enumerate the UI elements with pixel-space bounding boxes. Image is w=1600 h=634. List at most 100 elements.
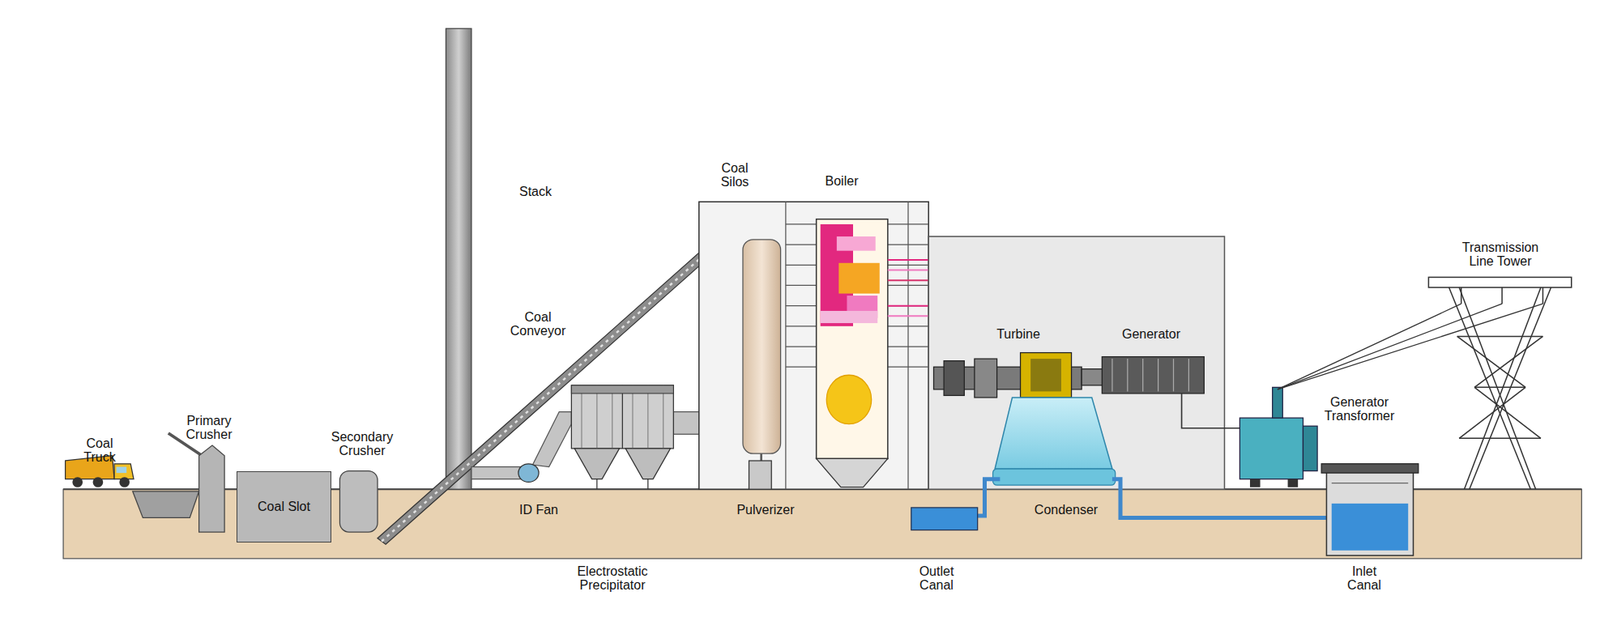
boiler-house-frame-part — [785, 201, 786, 490]
transmission-tower-part — [1474, 336, 1543, 388]
generator-part — [1081, 369, 1102, 386]
electrostatic-precipitator-part — [596, 479, 598, 491]
electrostatic-precipitator-part — [571, 385, 674, 394]
inlet-canal-part — [1321, 464, 1419, 474]
generator — [1081, 357, 1204, 394]
transmission-tower-part — [1457, 336, 1526, 388]
boiler — [816, 219, 888, 488]
inlet-canal-part — [1331, 482, 1408, 484]
generator-transformer-part — [1272, 387, 1284, 419]
transmission-tower-part — [1474, 387, 1541, 439]
inlet-canal-part — [1326, 469, 1413, 556]
boiler-house-frame — [699, 201, 929, 490]
electrostatic-precipitator-part — [574, 448, 619, 480]
hopper — [132, 433, 203, 518]
flue-duct-part — [532, 412, 572, 468]
generator-part — [1188, 358, 1190, 392]
electrostatic-precipitator — [571, 385, 674, 490]
part-label: Boiler — [810, 174, 873, 189]
transmission-lines-part — [1277, 303, 1502, 390]
generator-transformer-part — [1302, 426, 1318, 471]
condenser-part — [993, 469, 1116, 486]
transmission-lines — [1277, 303, 1543, 390]
electrostatic-precipitator-part — [631, 385, 633, 449]
generator-transformer-part — [1181, 393, 1241, 429]
transmission-tower-part — [1474, 387, 1526, 389]
stack — [445, 28, 471, 490]
flue-duct-part — [471, 467, 523, 480]
outlet-canal-part — [911, 507, 978, 531]
turbine-hall — [928, 236, 1225, 490]
transmission-lines-part — [1277, 303, 1543, 390]
coal-conveyor-part — [381, 215, 749, 542]
coal-truck-part — [116, 467, 128, 474]
turbine-part — [1030, 358, 1062, 392]
transmission-lines-part — [1277, 303, 1462, 390]
condenser — [993, 397, 1116, 486]
cooling-water-pipes-part — [977, 479, 1001, 517]
transmission-tower-part — [1449, 287, 1532, 490]
part-label: Condenser — [1020, 503, 1113, 518]
coal-silo — [742, 239, 781, 461]
boiler-part — [826, 375, 871, 424]
turbine-hall-part — [928, 236, 1225, 490]
transmission-tower-part — [1459, 387, 1526, 439]
outlet-canal — [911, 507, 978, 531]
part-label: Coal Silos — [709, 162, 761, 190]
id-fan — [518, 464, 539, 483]
electrostatic-precipitator-part — [647, 385, 649, 449]
generator-transformer-part — [1239, 418, 1303, 480]
transmission-tower-part — [1459, 438, 1541, 440]
coal-truck-part — [93, 477, 104, 488]
turbine-part — [974, 358, 998, 398]
stack-part — [445, 28, 471, 490]
transmission-tower — [1428, 277, 1571, 490]
hopper-part — [132, 491, 200, 519]
part-label: Turbine — [982, 328, 1054, 342]
electrostatic-precipitator-part — [611, 385, 613, 449]
part-label: Transmission Line Tower — [1449, 241, 1552, 269]
part-label: Stack — [494, 185, 577, 200]
condenser-part — [994, 397, 1113, 470]
boiler-house-frame-part — [907, 201, 909, 490]
inlet-canal-part — [1331, 503, 1408, 551]
coal-silo-part — [759, 453, 763, 461]
cooling-water-pipes — [977, 479, 1332, 519]
node-label: Coal Slot — [257, 499, 311, 515]
coal-slot-box: Coal Slot — [236, 471, 332, 543]
coal-truck-part — [72, 477, 83, 488]
pulverizer-part — [749, 460, 773, 490]
part-label: Secondary Crusher — [321, 430, 404, 459]
electrostatic-precipitator-part — [596, 385, 598, 449]
part-label: Outlet Canal — [905, 565, 968, 594]
boiler-part — [816, 219, 888, 460]
part-label: Primary Crusher — [178, 414, 240, 443]
boiler-house-frame-part — [699, 201, 929, 490]
generator-part — [1111, 358, 1113, 392]
electrostatic-precipitator-part — [625, 448, 670, 480]
boiler-part — [838, 263, 879, 295]
generator-transformer-part — [1288, 479, 1299, 488]
cooling-water-pipes-part — [1112, 479, 1332, 519]
secondary-crusher — [339, 471, 378, 534]
coal-truck-part — [119, 477, 130, 488]
primary-crusher — [199, 445, 225, 533]
generator-part — [1101, 357, 1204, 394]
transmission-tower-part — [1463, 287, 1541, 490]
inlet-canal — [1321, 464, 1419, 556]
transmission-tower-part — [1469, 287, 1552, 490]
generator-part — [1126, 358, 1128, 392]
part-label: Pulverizer — [720, 503, 812, 518]
part-label: Inlet Canal — [1333, 565, 1396, 594]
coal-conveyor-part — [377, 212, 754, 545]
coal-conveyor — [377, 212, 754, 545]
transmission-tower-part — [1542, 287, 1545, 304]
turbine — [934, 353, 1083, 398]
part-label: Coal Conveyor — [502, 311, 574, 339]
transmission-tower-part — [1459, 287, 1536, 490]
generator-transformer-part — [1250, 479, 1261, 488]
generator-part — [1157, 358, 1159, 392]
generator-transformer — [1181, 387, 1319, 487]
electrostatic-precipitator-part — [622, 385, 623, 449]
